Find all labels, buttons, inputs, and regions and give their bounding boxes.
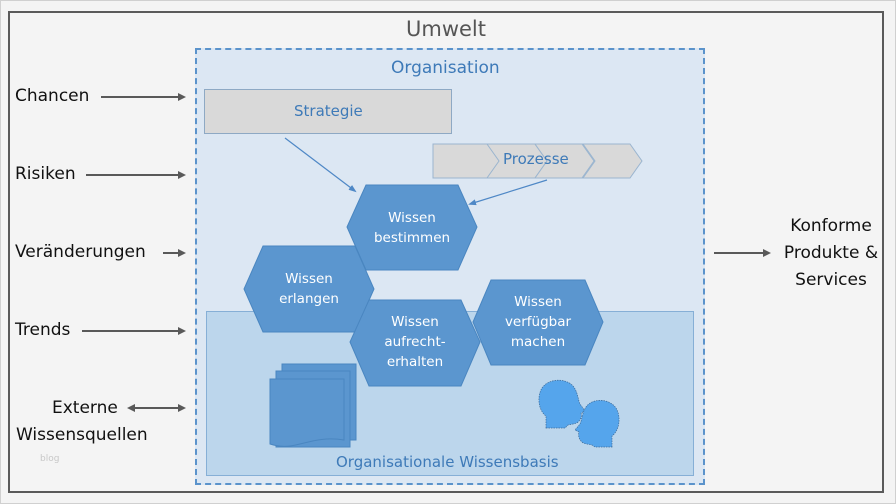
processes-label: Prozesse [503, 150, 569, 168]
hexagon-wissen-aufrechterhalten [349, 299, 481, 387]
strategy-label: Strategie [294, 102, 363, 120]
hexagon-erlangen-line1: Wissen [285, 271, 333, 287]
hexagon-verfuegbar-line3: machen [510, 334, 566, 350]
hexagon-aufrechterhalten-line1: Wissen [391, 314, 439, 330]
watermark: blog [40, 454, 60, 464]
hexagons [243, 184, 604, 387]
output-label-line2: Produkte & [783, 243, 879, 263]
output-label-line3: Services [795, 270, 867, 290]
output-label-line1: Konforme [790, 216, 872, 236]
input-label-veraenderungen: Veränderungen [15, 242, 146, 262]
strategy-box [204, 89, 452, 134]
knowledge-base-title: Organisationale Wissensbasis [336, 453, 559, 471]
input-label-externe: Externe [52, 398, 118, 418]
input-arrows [82, 93, 186, 412]
hexagon-wissen-bestimmen [346, 184, 478, 271]
processes-to-hex-arrow [468, 179, 548, 206]
hexagon-aufrechterhalten-line3: erhalten [386, 354, 444, 370]
hexagon-verfuegbar-line2: verfügbar [504, 314, 572, 330]
processes-chevrons [432, 143, 643, 179]
hexagon-bestimmen-label: Wissen bestimmen [362, 208, 462, 248]
organisation-title: Organisation [391, 58, 500, 78]
two-heads-icon [538, 379, 620, 448]
input-label-trends: Trends [15, 320, 71, 340]
hexagon-aufrechterhalten-line2: aufrecht- [384, 334, 446, 350]
hexagon-bestimmen-line2: bestimmen [373, 230, 451, 246]
input-label-chancen: Chancen [15, 86, 90, 106]
process-chevron-3 [534, 143, 595, 179]
process-chevron-1 [432, 143, 501, 179]
hexagon-verfuegbar-label: Wissen verfügbar machen [488, 292, 588, 352]
input-label-wissensquellen: Wissensquellen [16, 425, 148, 445]
hexagon-bestimmen-line1: Wissen [388, 210, 436, 226]
hexagon-erlangen-line2: erlangen [279, 291, 339, 307]
hexagon-verfuegbar-line1: Wissen [514, 294, 562, 310]
hexagon-aufrechterhalten-label: Wissen aufrecht- erhalten [365, 312, 465, 372]
document-stack-icon [269, 363, 357, 448]
hexagon-erlangen-label: Wissen erlangen [259, 269, 359, 309]
strategy-to-hex-arrow [284, 137, 357, 193]
input-label-risiken: Risiken [15, 164, 76, 184]
output-label: Konforme Produkte & Services [776, 213, 886, 294]
environment-title: Umwelt [406, 17, 486, 41]
process-chevron-4 [582, 143, 643, 179]
hexagon-wissen-verfuegbar [472, 279, 604, 366]
